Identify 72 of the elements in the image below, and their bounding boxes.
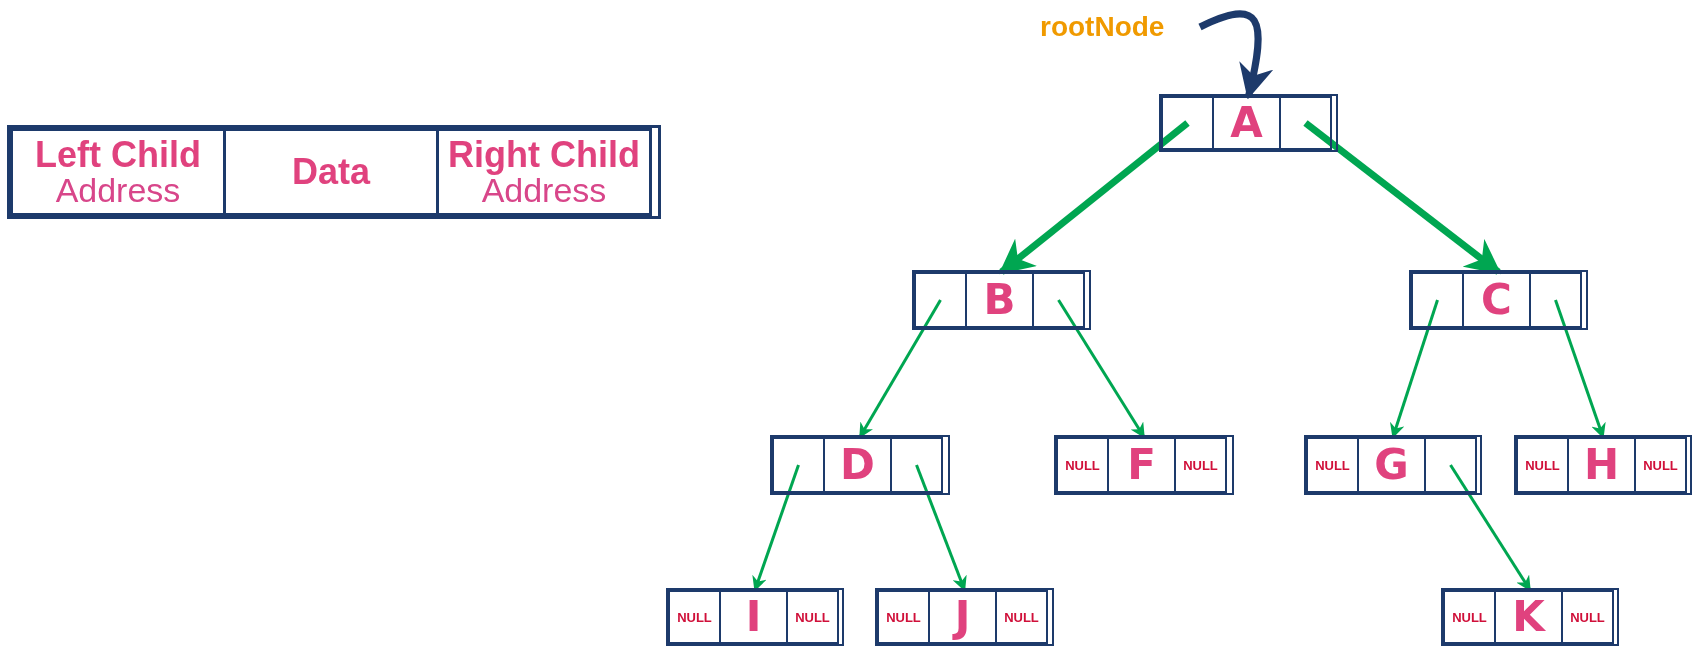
- null-cell: [1561, 590, 1614, 644]
- data-cell: [719, 590, 788, 644]
- null-label: NULL: [1004, 610, 1039, 624]
- pointer-cell: [772, 437, 825, 493]
- node-value: J: [954, 596, 971, 638]
- null-cell: [786, 590, 839, 644]
- root-label: rootNode: [1040, 8, 1200, 46]
- node-value: K: [1512, 596, 1545, 638]
- data-cell: [823, 437, 892, 493]
- data-cell: [965, 272, 1034, 328]
- node-value: A: [1230, 102, 1263, 144]
- node-value: I: [745, 596, 762, 638]
- null-label: NULL: [677, 610, 712, 624]
- null-cell: [877, 590, 930, 644]
- node-value: B: [983, 279, 1016, 321]
- null-cell: [995, 590, 1048, 644]
- null-cell: [1516, 437, 1569, 493]
- null-label: NULL: [1452, 610, 1487, 624]
- pointer-cell: [1161, 96, 1214, 150]
- null-cell: [668, 590, 721, 644]
- data-cell: [928, 590, 997, 644]
- tree-node-box: [1056, 437, 1232, 493]
- null-label: NULL: [1570, 610, 1605, 624]
- null-label: NULL: [1525, 458, 1560, 472]
- data-cell: [1462, 272, 1531, 328]
- null-cell: [1443, 590, 1496, 644]
- node-value: F: [1127, 444, 1156, 486]
- null-label: NULL: [886, 610, 921, 624]
- field-cell: [436, 128, 652, 216]
- tree-node-box: [772, 437, 948, 493]
- node-structure-box: [10, 128, 658, 216]
- pointer-cell: [1279, 96, 1332, 150]
- node-value: D: [840, 444, 875, 486]
- pointer-cell: [914, 272, 967, 328]
- field-name: Data: [292, 154, 370, 190]
- pointer-cell: [890, 437, 943, 493]
- pointer-arrow: [1303, 120, 1502, 275]
- tree-node-box: [1411, 272, 1586, 328]
- pointer-cell: [1424, 437, 1477, 493]
- pointer-cell: [1411, 272, 1464, 328]
- data-cell: [1357, 437, 1426, 493]
- data-cell: [1567, 437, 1636, 493]
- field-name: Left Child: [35, 137, 201, 173]
- tree-node-box: [668, 590, 842, 644]
- curved-arrow: [1198, 10, 1273, 100]
- pointer-cell: [1529, 272, 1582, 328]
- field-subtitle: Address: [55, 173, 181, 207]
- null-label: NULL: [1183, 458, 1218, 472]
- data-cell: [1212, 96, 1281, 150]
- null-cell: [1174, 437, 1227, 493]
- null-cell: [1056, 437, 1109, 493]
- tree-node-box: [877, 590, 1052, 644]
- field-name: Right Child: [448, 137, 640, 173]
- field-cell: [10, 128, 226, 216]
- pointer-cell: [1032, 272, 1085, 328]
- tree-node-box: [1516, 437, 1690, 493]
- node-value: H: [1583, 444, 1620, 486]
- data-cell: [1494, 590, 1563, 644]
- null-label: NULL: [1065, 458, 1100, 472]
- tree-node-box: [1161, 96, 1336, 150]
- null-label: NULL: [1643, 458, 1678, 472]
- tree-node-box: [1306, 437, 1480, 493]
- null-cell: [1306, 437, 1359, 493]
- null-label: NULL: [795, 610, 830, 624]
- field-cell: [223, 128, 439, 216]
- node-value: G: [1374, 444, 1409, 486]
- tree-node-box: [914, 272, 1089, 328]
- tree-node-box: [1443, 590, 1617, 644]
- null-cell: [1634, 437, 1687, 493]
- data-cell: [1107, 437, 1176, 493]
- null-label: NULL: [1315, 458, 1350, 472]
- node-value: C: [1481, 279, 1512, 321]
